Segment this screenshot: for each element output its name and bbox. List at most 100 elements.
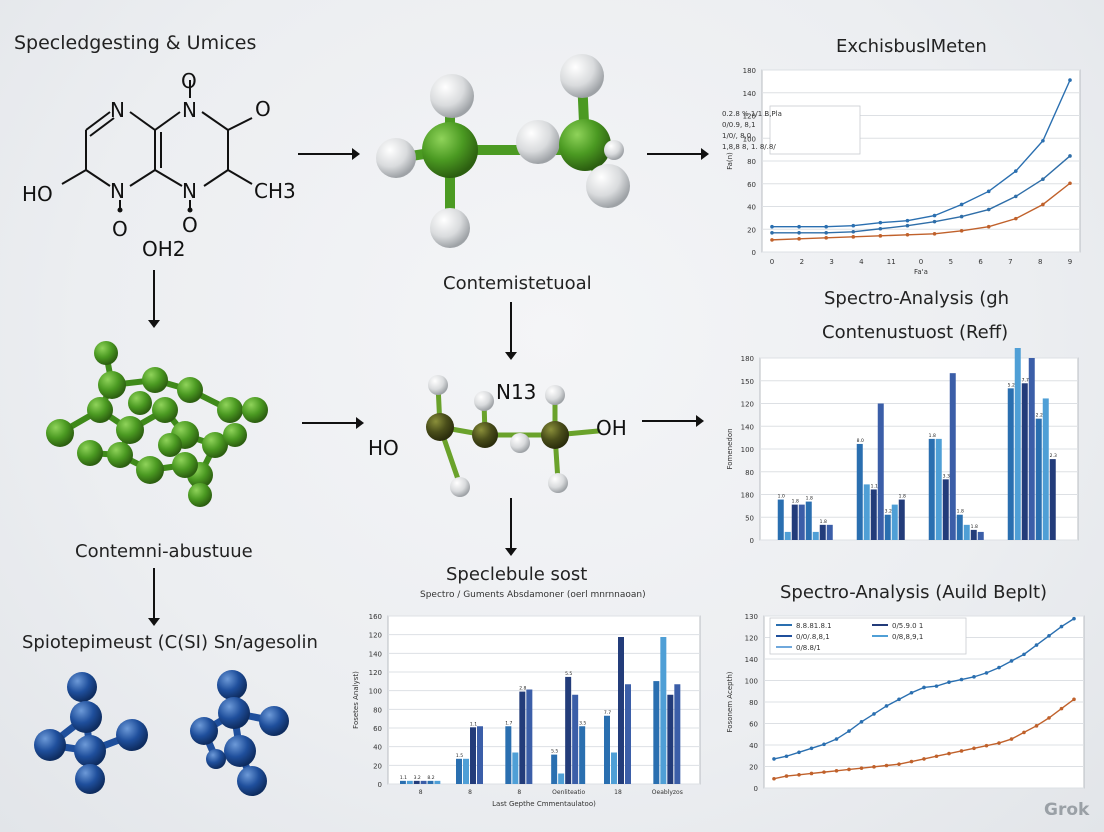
data-point [1059, 624, 1064, 629]
data-point [1034, 643, 1039, 647]
legend-label: 0/8,8,9,1 [892, 633, 923, 641]
bar-data-label: 1.7 [505, 720, 512, 726]
mid-n-label: N13 [496, 380, 536, 404]
bar [420, 780, 427, 784]
y-tick-label: 160 [369, 613, 382, 621]
left-mid-caption: Contemni-abustuue [75, 541, 253, 562]
data-point [905, 233, 910, 237]
data-point [1072, 616, 1076, 621]
data-point [997, 665, 1001, 670]
data-point [797, 772, 801, 777]
data-point [851, 235, 856, 239]
y-tick-label: 50 [745, 514, 754, 522]
data-point [897, 697, 901, 702]
amino-acid-model: N13 HO OH [368, 375, 627, 497]
data-point [1072, 697, 1076, 702]
data-point [905, 218, 910, 223]
bar [1021, 383, 1028, 540]
data-point [1068, 78, 1072, 82]
y-tick-label: 140 [745, 656, 758, 664]
data-point [909, 690, 914, 695]
bar [413, 780, 420, 784]
data-point [809, 746, 814, 751]
data-point [772, 776, 776, 781]
y-tick-label: 120 [369, 632, 382, 640]
arrow-right-1 [298, 148, 360, 160]
x-tick-label: 18 [614, 789, 622, 796]
bar-data-label: 7.7 [604, 710, 611, 716]
bar [579, 726, 586, 784]
bar [856, 443, 863, 540]
data-point [770, 238, 774, 242]
bar [935, 438, 942, 540]
bar [812, 531, 819, 540]
bar [977, 531, 984, 540]
bar-data-label: 2.3 [1050, 453, 1057, 459]
data-point [934, 754, 939, 759]
bar-data-label: 1.8 [806, 496, 813, 502]
data-point [797, 750, 801, 755]
bar [928, 438, 935, 540]
bar [477, 726, 483, 784]
data-point [986, 224, 991, 229]
y-tick-label: 20 [373, 762, 382, 770]
data-point [1041, 202, 1045, 207]
x-tick-label: 8 [517, 789, 521, 796]
bar [1042, 398, 1049, 540]
y-tick-label: 0 [378, 781, 382, 789]
mid-oh-label: OH [596, 416, 627, 440]
data-point [784, 754, 789, 759]
bar [667, 694, 674, 784]
data-point [1047, 716, 1051, 720]
data-point [1034, 724, 1039, 728]
data-point [1068, 154, 1072, 158]
legend-label: 0/0/.8,8,1 [796, 633, 830, 641]
legend-label: 0/0.9, 8,1 [722, 121, 756, 129]
data-point [1059, 706, 1064, 711]
green-cluster-model [46, 341, 268, 507]
bar [1049, 459, 1056, 540]
bar-data-label: 1.1 [470, 721, 477, 727]
bar [891, 504, 898, 540]
data-point [772, 757, 776, 761]
data-point [872, 765, 876, 769]
data-point [824, 230, 828, 235]
y-tick-label: 180 [741, 492, 754, 500]
data-point [1041, 138, 1045, 143]
data-point [1047, 634, 1051, 638]
y-tick-label: 40 [749, 742, 758, 750]
legend-label: 8.8.81.8.1 [796, 622, 832, 630]
atom-o-top: O [181, 69, 197, 93]
bar [611, 752, 617, 784]
y-tick-label: 150 [741, 378, 754, 386]
data-point [847, 729, 851, 733]
x-tick-label: Oenliteatio [552, 789, 585, 796]
data-point [922, 757, 926, 761]
bar [963, 524, 970, 540]
x-tick-label: Oeablyzos [652, 789, 683, 796]
bar [400, 780, 406, 784]
bar [456, 758, 462, 784]
bar [519, 691, 526, 784]
y-axis-label: Fomenedon [726, 428, 734, 469]
bar [674, 684, 681, 784]
bar-data-label: 5.5 [551, 749, 558, 755]
bar [604, 715, 610, 784]
y-tick-label: 60 [749, 721, 758, 729]
chart3-subtitle: Spectro / Guments Absdamoner (oerl mnrnn… [420, 590, 646, 600]
data-point [872, 712, 876, 716]
chart3-title: Speclebule sost [446, 564, 588, 585]
data-point [1041, 177, 1045, 181]
y-tick-label: 60 [373, 725, 382, 733]
bar-data-label: 3.2 [885, 509, 892, 515]
data-point [1022, 652, 1026, 657]
legend-box [769, 105, 861, 155]
data-point [784, 774, 789, 778]
y-tick-label: 80 [747, 158, 756, 166]
data-point [809, 771, 814, 776]
bar [942, 479, 949, 540]
bar [653, 681, 660, 784]
arrow-down-2 [505, 302, 517, 360]
bar-data-label: 1.8 [957, 509, 964, 515]
atom-o-bottom-1: O [112, 217, 128, 241]
